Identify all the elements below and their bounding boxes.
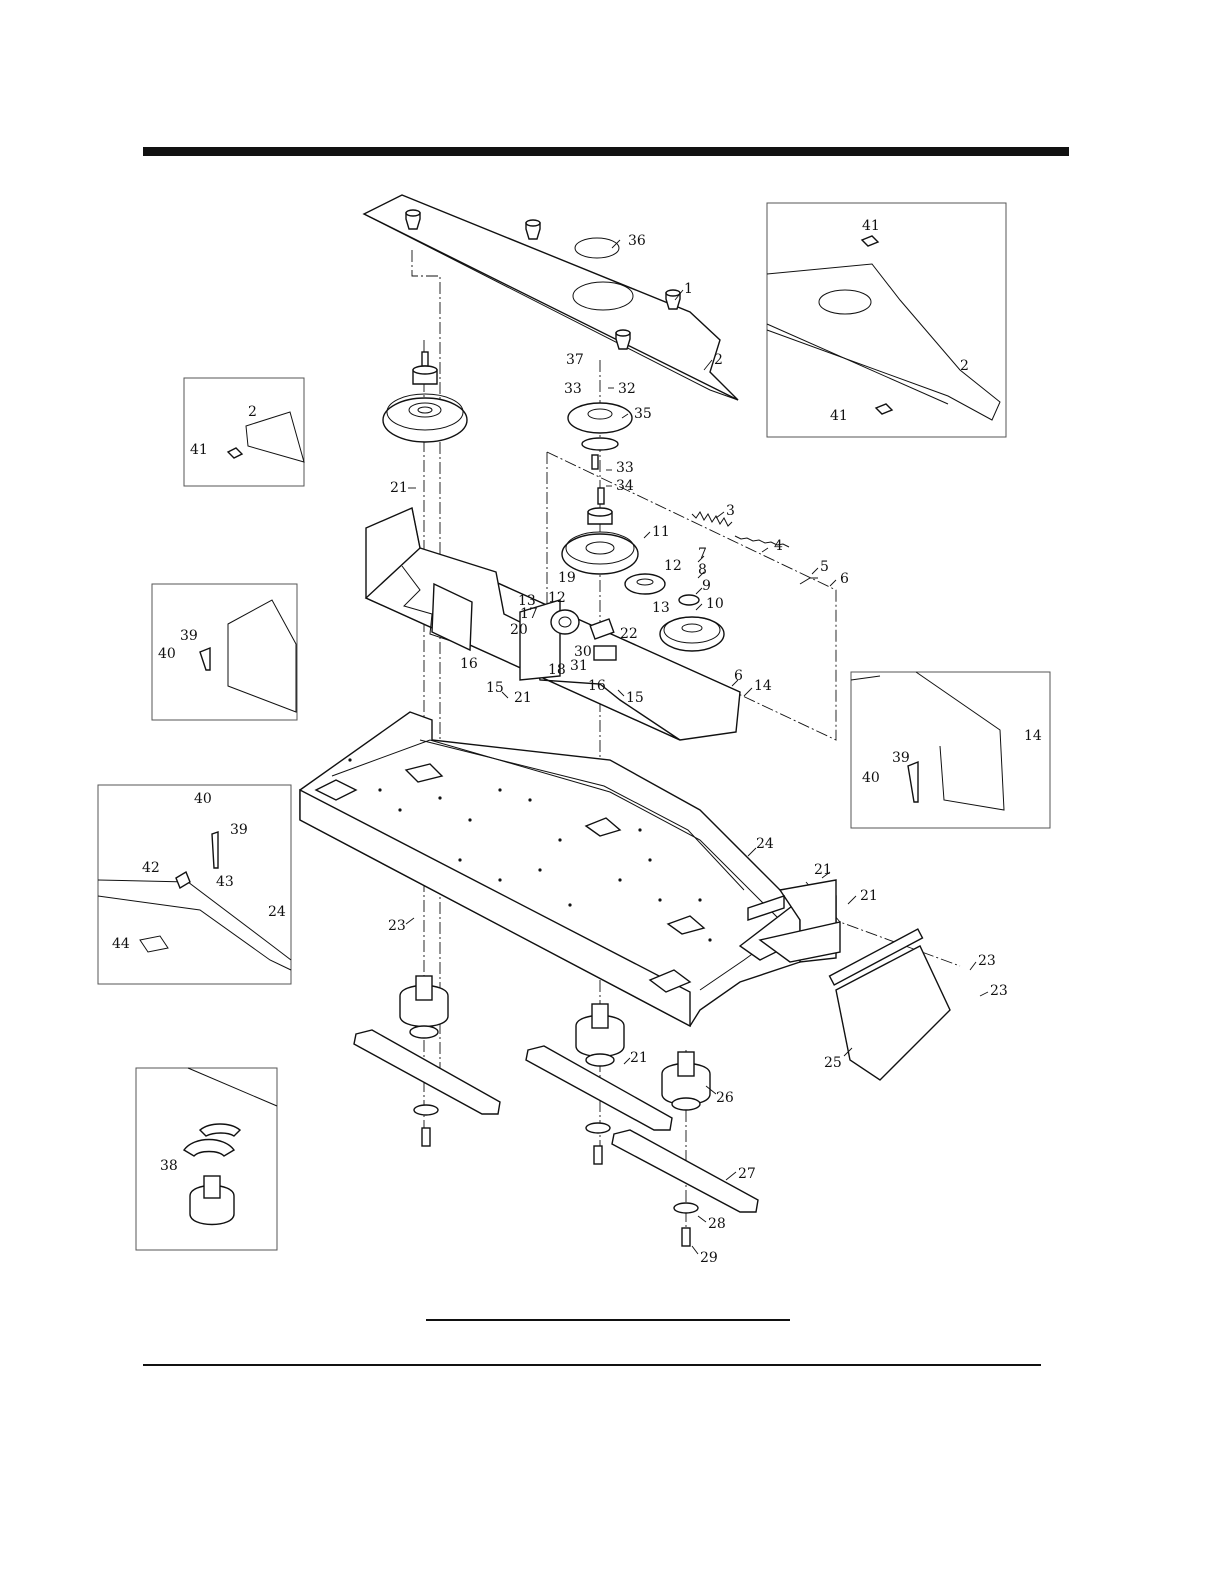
- callout-29: 29: [700, 1250, 718, 1266]
- caption-rule: [426, 1319, 790, 1321]
- callout-23b: 23: [978, 953, 996, 969]
- callout-22: 22: [620, 626, 638, 642]
- callout-32: 32: [618, 381, 636, 397]
- inset-cover-latch-top-right: [767, 203, 1006, 437]
- left-spindle-pulley: [383, 352, 467, 442]
- callout-5: 5: [820, 559, 829, 575]
- callout-42-inset-deck: 42: [142, 860, 160, 876]
- callout-16: 16: [460, 656, 478, 672]
- callout-8: 8: [698, 562, 707, 578]
- callout-20: 20: [510, 622, 528, 638]
- callout-12: 12: [664, 558, 682, 574]
- callout-41-inset-bottom: 41: [830, 408, 848, 424]
- callout-1: 1: [684, 281, 693, 297]
- cover-knob: [406, 210, 420, 229]
- callout-28: 28: [708, 1216, 726, 1232]
- callout-11: 11: [652, 524, 670, 540]
- callout-14: 14: [754, 678, 772, 694]
- mower-deck: [300, 712, 840, 1026]
- callout-7: 7: [698, 546, 707, 562]
- callout-39-inset-deck: 39: [230, 822, 248, 838]
- callout-21b: 21: [514, 690, 532, 706]
- callout-19: 19: [558, 570, 576, 586]
- spindle-left: [400, 976, 448, 1038]
- callout-2: 2: [714, 352, 723, 368]
- callout-34: 34: [616, 478, 634, 494]
- callout-44-inset-deck: 44: [112, 936, 130, 952]
- callout-27: 27: [738, 1166, 756, 1182]
- callout-25: 25: [824, 1055, 842, 1071]
- callout-18: 18: [548, 662, 566, 678]
- callout-33b: 33: [616, 460, 634, 476]
- callout-39-inset-left: 39: [180, 628, 198, 644]
- header-rule: [143, 147, 1069, 156]
- spring-and-chain: [692, 512, 818, 584]
- callout-12b: 12: [548, 590, 566, 606]
- callout-4: 4: [774, 538, 783, 554]
- callout-21c: 21: [814, 862, 832, 878]
- callout-16b: 16: [588, 678, 606, 694]
- inset-deck-lever: [98, 785, 291, 984]
- cover-knob: [526, 220, 540, 239]
- callout-31: 31: [570, 658, 588, 674]
- cover-knob: [666, 290, 680, 309]
- callout-40-inset-right: 40: [862, 770, 880, 786]
- callout-24-inset-deck: 24: [268, 904, 286, 920]
- callout-39-inset-right: 39: [892, 750, 910, 766]
- blades: [354, 1030, 758, 1212]
- callout-40-inset-deck: 40: [194, 791, 212, 807]
- callout-36: 36: [628, 233, 646, 249]
- callout-14-inset-right: 14: [1024, 728, 1042, 744]
- inset-cover-latch-left: [184, 378, 304, 486]
- callout-35: 35: [634, 406, 652, 422]
- callout-21e: 21: [630, 1050, 648, 1066]
- cover-knob: [616, 330, 630, 349]
- callout-15: 15: [486, 680, 504, 696]
- inset-handle-right: [851, 672, 1050, 828]
- inset-spindle-guard: [136, 1068, 277, 1250]
- callout-21: 21: [390, 480, 408, 496]
- callout-41-inset-top: 41: [862, 218, 880, 234]
- callout-13b: 13: [652, 600, 670, 616]
- callout-26: 26: [716, 1090, 734, 1106]
- callout-24: 24: [756, 836, 774, 852]
- callout-2-inset-left: 2: [248, 404, 257, 420]
- callout-40-inset-left: 40: [158, 646, 176, 662]
- callout-6: 6: [840, 571, 849, 587]
- callout-9: 9: [702, 578, 711, 594]
- callout-33: 33: [564, 381, 582, 397]
- callout-10: 10: [706, 596, 724, 612]
- callout-23: 23: [388, 918, 406, 934]
- callout-43-inset-deck: 43: [216, 874, 234, 890]
- callout-21d: 21: [860, 888, 878, 904]
- callout-41-inset-left: 41: [190, 442, 208, 458]
- callout-38-inset-guard: 38: [160, 1158, 178, 1174]
- spindle-right: [662, 1052, 710, 1110]
- callout-23c: 23: [990, 983, 1008, 999]
- callout-17: 17: [520, 606, 538, 622]
- discharge-chute: [830, 929, 950, 1080]
- callout-15b: 15: [626, 690, 644, 706]
- callout-6b: 6: [734, 668, 743, 684]
- callout-37: 37: [566, 352, 584, 368]
- idler-pulley-small: [625, 574, 665, 594]
- footer-rule: [143, 1364, 1041, 1366]
- callout-2-inset-top: 2: [960, 358, 969, 374]
- callout-3: 3: [726, 503, 735, 519]
- spindle-center: [576, 1004, 624, 1066]
